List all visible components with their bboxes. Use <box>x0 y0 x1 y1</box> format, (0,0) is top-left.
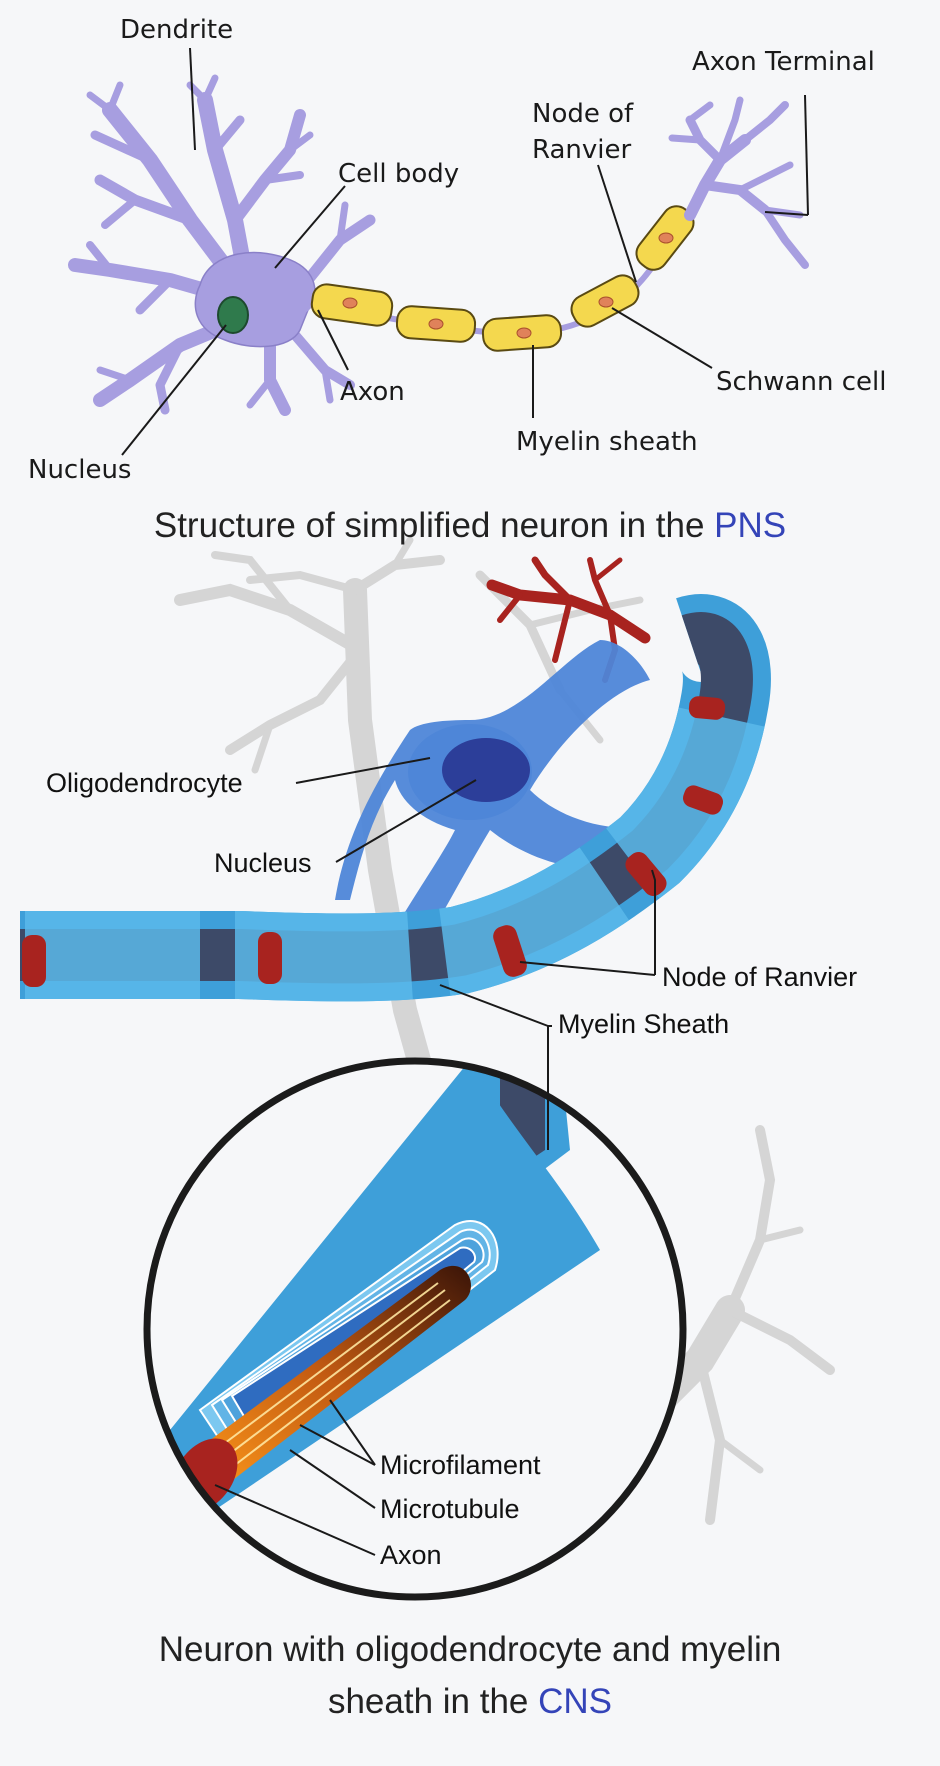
pns-caption: Structure of simplified neuron in the PN… <box>0 500 940 552</box>
label-axon: Axon <box>340 377 405 407</box>
cns-caption: Neuron with oligodendrocyte and myelin s… <box>0 1624 940 1728</box>
label-nucleus-pns: Nucleus <box>28 455 131 485</box>
pns-dendrites <box>68 74 376 416</box>
pns-neuron <box>68 74 809 416</box>
pns-axon-terminal <box>668 96 809 269</box>
label-microfilament: Microfilament <box>380 1450 541 1480</box>
label-microtubule: Microtubule <box>380 1494 520 1524</box>
label-node-of-ranvier-cns: Node of Ranvier <box>662 962 857 992</box>
label-node-of-ranvier-line1: Node of <box>532 99 634 129</box>
label-oligodendrocyte: Oligodendrocyte <box>46 768 243 798</box>
pns-cell-body <box>194 251 316 348</box>
pns-caption-accent: PNS <box>714 506 787 545</box>
cns-caption-accent: CNS <box>538 1682 613 1721</box>
cns-axon-terminal <box>486 556 651 683</box>
label-myelin-sheath: Myelin sheath <box>516 427 698 457</box>
pns-labels: Dendrite Axon Terminal Node of Ranvier C… <box>28 15 886 485</box>
cns-magnified-section <box>143 1057 687 1601</box>
label-node-of-ranvier-line2: Ranvier <box>532 135 632 165</box>
label-myelin-sheath-cns: Myelin Sheath <box>558 1009 729 1039</box>
label-axon-cns: Axon <box>380 1540 442 1570</box>
label-dendrite: Dendrite <box>120 15 233 45</box>
cns-caption-line1: Neuron with oligodendrocyte and myelin <box>158 1630 782 1669</box>
pns-nucleus <box>217 296 249 334</box>
cns-caption-line2: sheath in the <box>327 1682 539 1721</box>
pns-caption-text: Structure of simplified neuron in the <box>153 506 715 545</box>
label-cell-body: Cell body <box>338 159 459 189</box>
label-nucleus-cns: Nucleus <box>214 848 312 878</box>
cns-myelinated-axon <box>20 594 771 1002</box>
label-schwann-cell: Schwann cell <box>716 367 886 397</box>
cns-labels: Oligodendrocyte Nucleus Node of Ranvier … <box>46 757 857 1570</box>
label-axon-terminal: Axon Terminal <box>692 47 875 77</box>
